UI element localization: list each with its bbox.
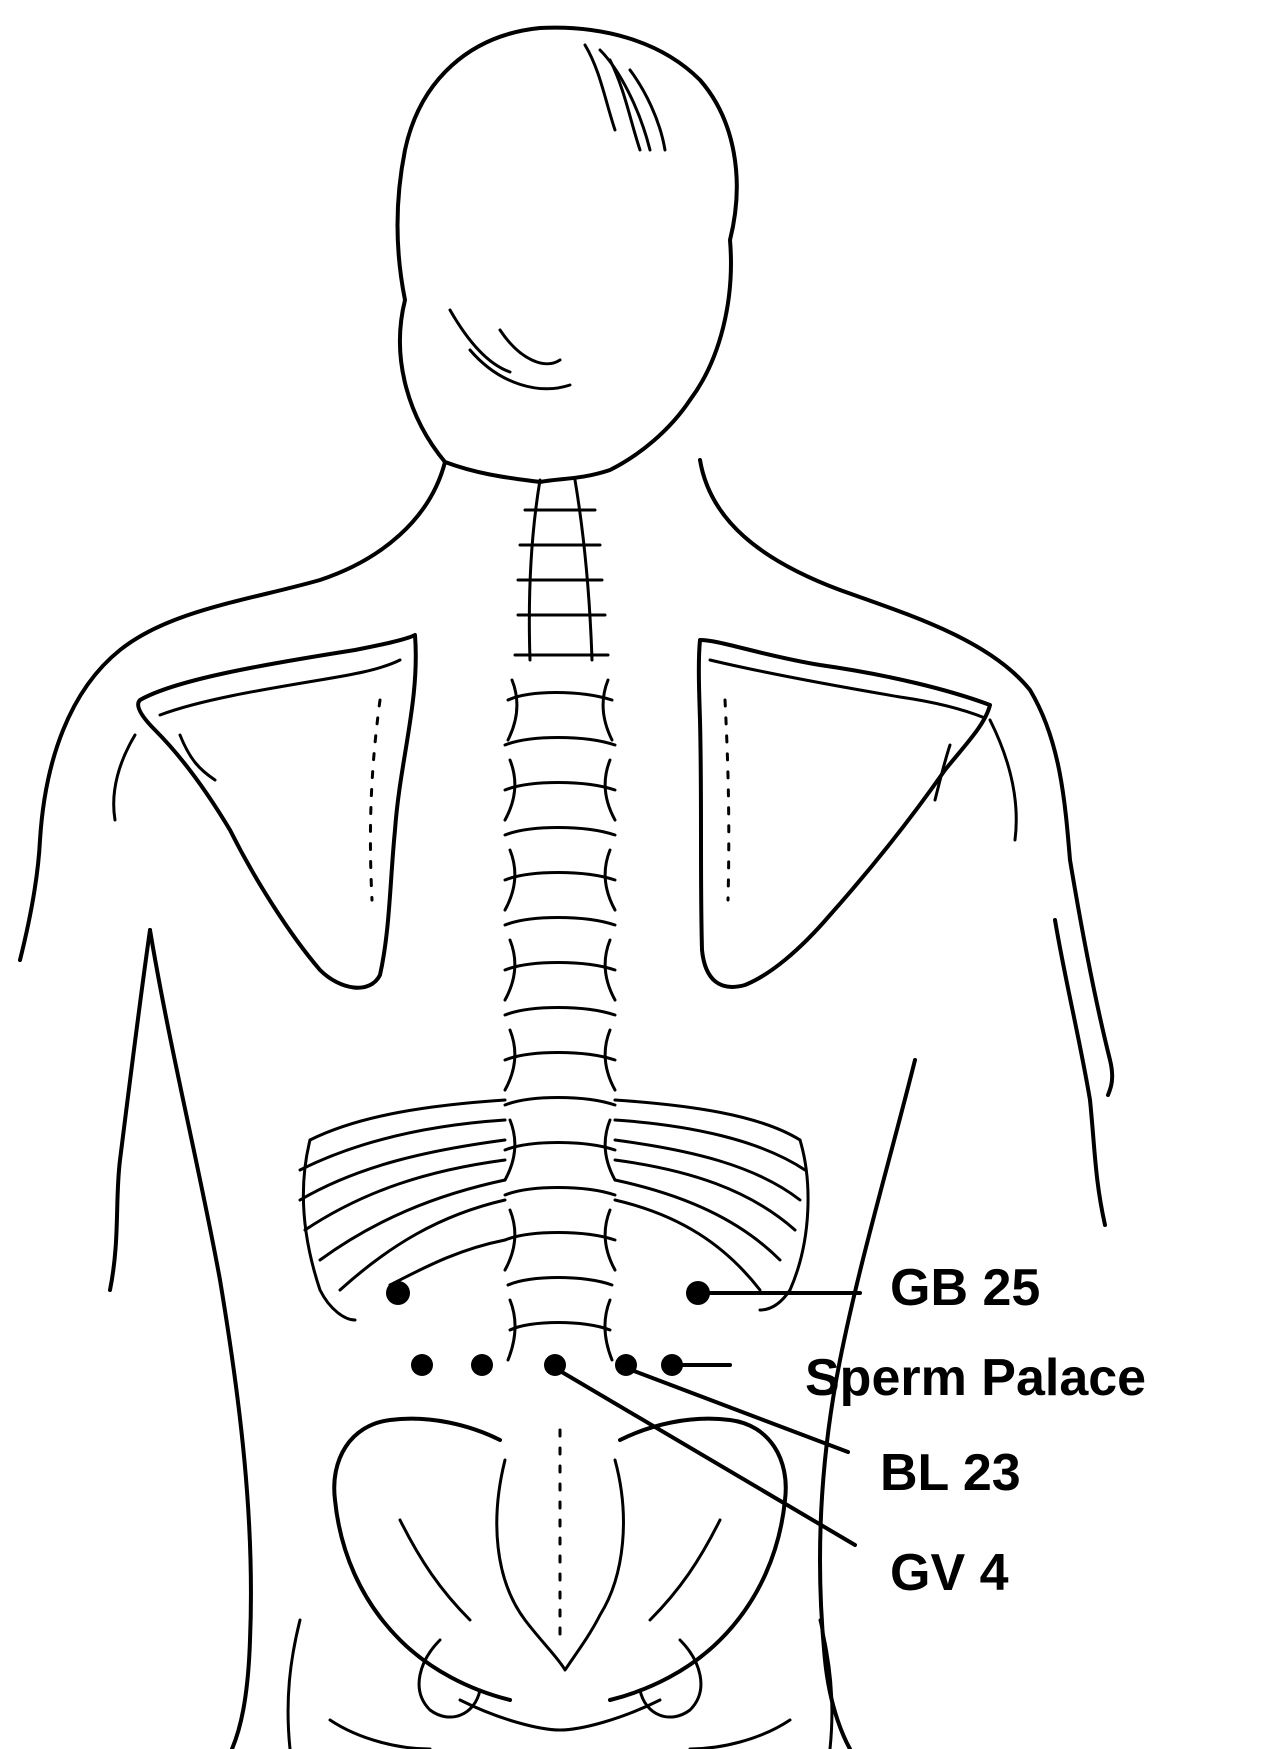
sperm-palace-label: Sperm Palace <box>805 1349 1146 1407</box>
acupoint-markers <box>386 1281 710 1376</box>
right-scapula <box>699 640 1016 987</box>
sperm-palace-point-left <box>411 1354 433 1376</box>
bl23-point-left <box>471 1354 493 1376</box>
gb25-label: GB 25 <box>890 1259 1040 1317</box>
gv4-label: GV 4 <box>890 1544 1009 1602</box>
point-labels: GB 25 Sperm Palace BL 23 GV 4 <box>805 1259 1146 1602</box>
right-lower-ribs <box>615 1100 808 1310</box>
pelvis <box>288 1419 832 1749</box>
bl23-label: BL 23 <box>880 1444 1021 1502</box>
left-scapula <box>114 635 416 988</box>
spine <box>505 480 615 1360</box>
head-outline <box>398 28 737 482</box>
gb25-point-left <box>386 1281 410 1305</box>
